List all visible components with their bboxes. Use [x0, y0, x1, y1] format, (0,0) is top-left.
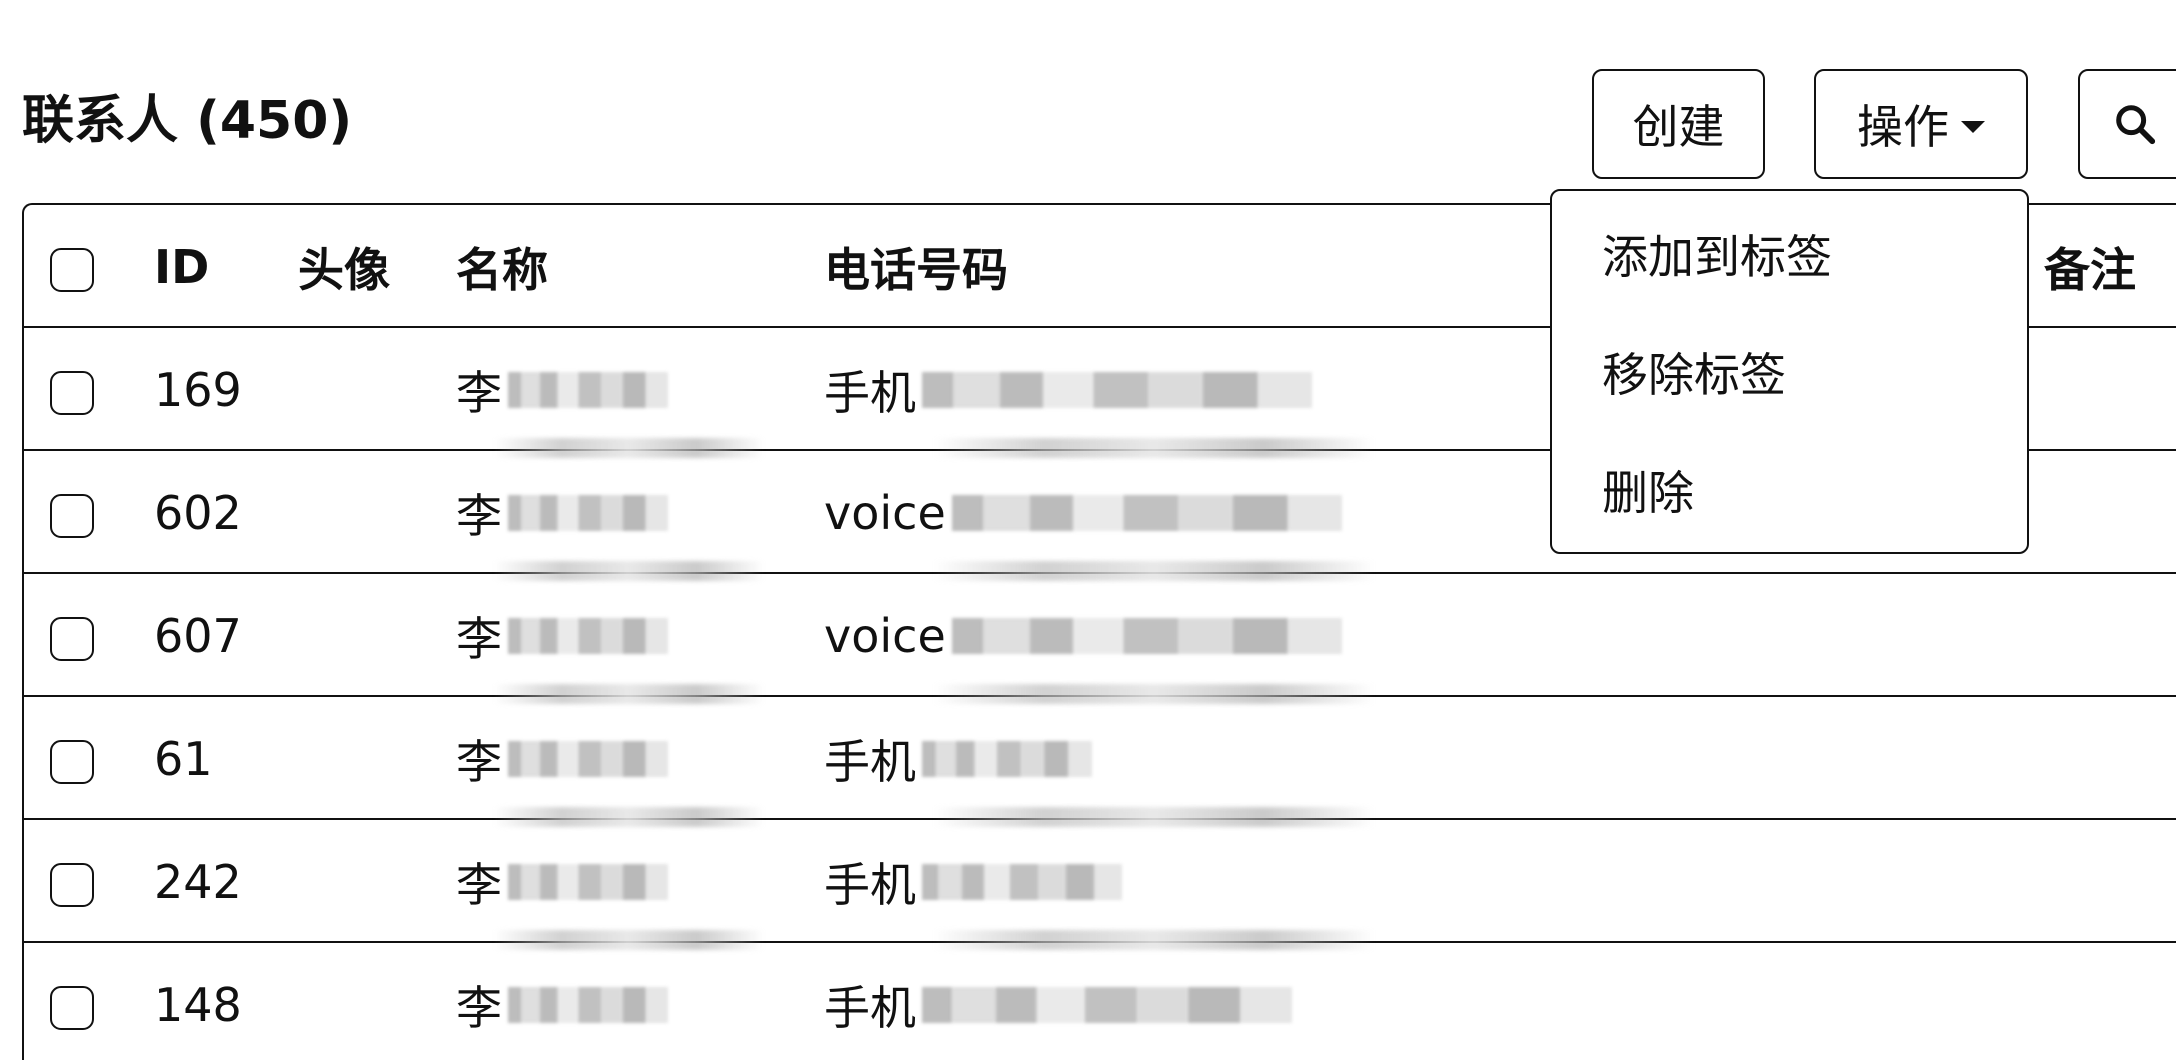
row-name[interactable]: 李 [456, 943, 668, 1060]
table-row[interactable]: 607 李 voice [24, 574, 2176, 697]
row-name-text: 李 [456, 734, 502, 789]
redacted-phone [951, 617, 1342, 654]
table-row[interactable]: 61 李 手机 [24, 697, 2176, 820]
redaction-smudge [934, 807, 1374, 827]
row-name[interactable]: 李 [456, 697, 668, 820]
row-id: 148 [154, 977, 242, 1032]
redacted-phone [922, 986, 1292, 1023]
row-phone: voice [824, 574, 1342, 697]
row-phone: voice [824, 451, 1342, 574]
redacted-phone [951, 494, 1342, 531]
row-phone: 手机 [824, 328, 1312, 451]
redaction-smudge [494, 438, 764, 458]
row-name[interactable]: 李 [456, 820, 668, 943]
redacted-name [508, 371, 668, 408]
redaction-smudge [934, 561, 1374, 581]
redaction-smudge [494, 561, 764, 581]
redaction-smudge [494, 684, 764, 704]
search-button[interactable] [2078, 69, 2176, 179]
table-header-row: ID 头像 名称 电话号码 备注 [24, 205, 2176, 328]
column-header-id[interactable]: ID [154, 239, 210, 294]
column-header-note[interactable]: 备注 [2044, 242, 2136, 297]
row-id: 242 [154, 854, 242, 909]
row-checkbox[interactable] [50, 986, 94, 1030]
redaction-smudge [934, 930, 1374, 950]
row-name-text: 李 [456, 488, 502, 543]
row-name-text: 李 [456, 857, 502, 912]
row-phone-type: voice [824, 485, 946, 540]
row-phone-type: 手机 [824, 857, 916, 912]
row-name[interactable]: 李 [456, 451, 668, 574]
table-row[interactable]: 242 李 手机 [24, 820, 2176, 943]
create-button[interactable]: 创建 [1592, 69, 1765, 179]
column-header-phone[interactable]: 电话号码 [824, 242, 1008, 297]
select-all-checkbox[interactable] [50, 248, 94, 292]
row-phone: 手机 [824, 820, 1122, 943]
row-id: 169 [154, 362, 242, 417]
row-checkbox[interactable] [50, 740, 94, 784]
row-phone-type: voice [824, 608, 946, 663]
contacts-table: ID 头像 名称 电话号码 备注 169 李 手机 602 李 [22, 203, 2176, 1060]
actions-button-label: 操作 [1857, 100, 1949, 154]
row-checkbox[interactable] [50, 371, 94, 415]
row-name-text: 李 [456, 611, 502, 666]
caret-down-icon [1961, 121, 1985, 133]
redacted-name [508, 494, 668, 531]
menu-item-add-to-tag[interactable]: 添加到标签 [1602, 230, 1832, 284]
row-name[interactable]: 李 [456, 328, 668, 451]
row-phone-type: 手机 [824, 734, 916, 789]
menu-item-remove-tag[interactable]: 移除标签 [1602, 348, 1786, 402]
row-phone: 手机 [824, 943, 1292, 1060]
row-id: 61 [154, 731, 213, 786]
redacted-phone [922, 371, 1312, 408]
column-header-name[interactable]: 名称 [456, 242, 548, 297]
menu-item-delete[interactable]: 删除 [1602, 466, 1694, 520]
row-id: 607 [154, 608, 242, 663]
table-row[interactable]: 148 李 手机 [24, 943, 2176, 1060]
row-phone-type: 手机 [824, 980, 916, 1035]
table-row[interactable]: 602 李 voice [24, 451, 2176, 574]
redaction-smudge [494, 807, 764, 827]
redaction-smudge [934, 684, 1374, 704]
redacted-name [508, 740, 668, 777]
row-id: 602 [154, 485, 242, 540]
row-checkbox[interactable] [50, 863, 94, 907]
search-icon [2116, 105, 2156, 145]
actions-dropdown-menu: 添加到标签 移除标签 删除 [1550, 189, 2029, 554]
redacted-name [508, 617, 668, 654]
row-name[interactable]: 李 [456, 574, 668, 697]
redacted-phone [922, 740, 1092, 777]
redacted-name [508, 986, 668, 1023]
row-checkbox[interactable] [50, 617, 94, 661]
actions-dropdown-button[interactable]: 操作 [1814, 69, 2028, 179]
page-title: 联系人 (450) [22, 91, 353, 151]
row-phone: 手机 [824, 697, 1092, 820]
redacted-phone [922, 863, 1122, 900]
row-checkbox[interactable] [50, 494, 94, 538]
redaction-smudge [494, 930, 764, 950]
row-name-text: 李 [456, 365, 502, 420]
redacted-name [508, 863, 668, 900]
redaction-smudge [934, 438, 1374, 458]
column-header-avatar[interactable]: 头像 [298, 242, 390, 297]
row-name-text: 李 [456, 980, 502, 1035]
row-phone-type: 手机 [824, 365, 916, 420]
